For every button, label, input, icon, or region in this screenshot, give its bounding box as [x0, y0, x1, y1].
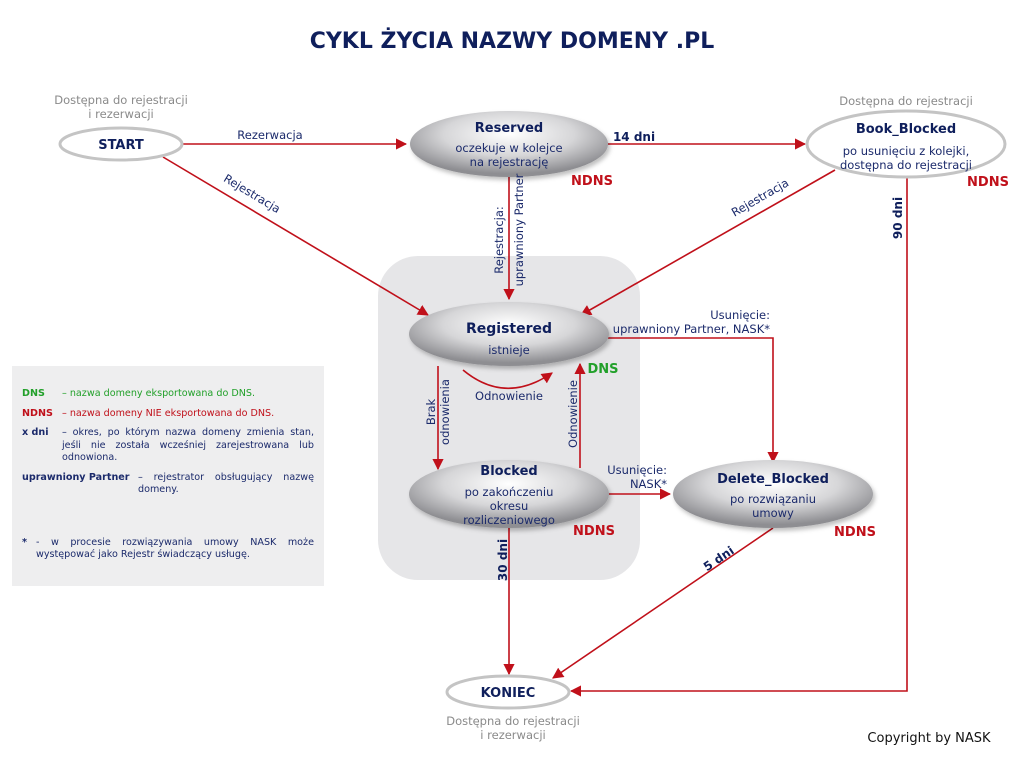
registered-title: Registered: [466, 321, 552, 337]
blocked-desc-line2: okresu: [490, 499, 529, 513]
legend-item-partner: uprawniony Partner – rejestrator obsługu…: [22, 472, 314, 497]
state-blocked[interactable]: Blocked po zakończeniu okresu rozliczeni…: [409, 460, 615, 539]
bookblocked-caption: Dostępna do rejestracji: [839, 94, 973, 108]
blocked-ndns-tag: NDNS: [573, 524, 615, 539]
legend-text: – rejestrator obsługujący nazwę domeny.: [138, 471, 314, 496]
legend-text: – okres, po którym nazwa domeny zmienia …: [62, 427, 314, 463]
deleteblocked-desc-line2: umowy: [752, 506, 794, 520]
label-registered-self: Odnowienie: [475, 389, 543, 403]
label-blocked-deleteblocked-line1: Usunięcie:: [607, 463, 667, 477]
bookblocked-title: Book_Blocked: [856, 122, 956, 137]
legend-text: - w procesie rozwiązywania umowy NASK mo…: [36, 536, 314, 561]
legend-text: – nazwa domeny eksportowana do DNS.: [62, 388, 256, 399]
reserved-node[interactable]: [410, 111, 608, 177]
state-reserved[interactable]: Reserved oczekuje w kolejce na rejestrac…: [410, 111, 613, 189]
state-start[interactable]: Dostępna do rejestracji i rezerwacji STA…: [54, 93, 188, 162]
legend-panel: DNS – nazwa domeny eksportowana do DNS. …: [12, 366, 324, 586]
legend-key: *: [22, 536, 28, 548]
label-reserved-registered-line1: Rejestracja:: [492, 206, 506, 274]
legend-key: DNS: [22, 388, 45, 399]
legend-item-x-dni: x dni – okres, po którym nazwa domeny zm…: [22, 427, 314, 465]
label-reserved-registered-line2: uprawniony Partner: [512, 173, 526, 286]
koniec-node[interactable]: [445, 674, 571, 710]
label-blocked-registered: Odnowienie: [566, 380, 580, 448]
deleteblocked-node[interactable]: [673, 460, 873, 528]
start-caption-line1: Dostępna do rejestracji: [54, 93, 188, 107]
label-registered-blocked-line1: Brak: [424, 398, 438, 425]
label-registered-deleteblocked-line2: uprawniony Partner, NASK*: [613, 322, 770, 336]
edges: [162, 138, 908, 697]
registered-node[interactable]: [409, 302, 609, 366]
blocked-title: Blocked: [480, 464, 537, 479]
bookblocked-node[interactable]: [805, 109, 1007, 179]
legend-key: NDNS: [22, 407, 53, 419]
legend-item-asterisk: * - w procesie rozwiązywania umowy NASK …: [22, 537, 314, 562]
start-title: START: [98, 138, 144, 153]
deleteblocked-ndns-tag: NDNS: [834, 525, 876, 540]
koniec-caption-line2: i rezerwacji: [480, 728, 545, 742]
koniec-caption-line1: Dostępna do rejestracji: [446, 714, 580, 728]
legend-item-ndns: NDNS – nazwa domeny NIE eksportowana do …: [22, 408, 314, 421]
reserved-desc-line2: na rejestrację: [470, 155, 549, 169]
reserved-ndns-tag: NDNS: [571, 174, 613, 189]
blocked-desc-line3: rozliczeniowego: [463, 513, 555, 527]
edge-registered-deleteblocked: [608, 337, 779, 464]
edge-deleteblocked-koniec: [552, 527, 774, 679]
label-bookblocked-koniec: 90 dni: [891, 197, 905, 239]
blocked-node[interactable]: [409, 460, 609, 528]
deleteblocked-title: Delete_Blocked: [717, 472, 829, 487]
label-blocked-deleteblocked-line2: NASK*: [630, 477, 667, 491]
legend-item-dns: DNS – nazwa domeny eksportowana do DNS.: [22, 388, 314, 401]
bookblocked-desc-line2: dostępna do rejestracji: [840, 158, 972, 172]
registered-desc: istnieje: [488, 343, 530, 357]
edge-registered-self: [462, 369, 553, 390]
label-start-reserved: Rezerwacja: [237, 128, 302, 142]
label-registered-deleteblocked-line1: Usunięcie:: [710, 308, 770, 322]
deleteblocked-desc-line1: po rozwiązaniu: [730, 492, 816, 506]
state-book-blocked[interactable]: Dostępna do rejestracji Book_Blocked po …: [805, 94, 1009, 190]
koniec-title: KONIEC: [481, 686, 536, 701]
start-node[interactable]: [58, 126, 184, 162]
copyright: Copyright by NASK: [867, 731, 991, 746]
label-reserved-bookblocked: 14 dni: [613, 130, 655, 144]
label-blocked-koniec: 30 dni: [496, 539, 510, 581]
start-caption-line2: i rezerwacji: [88, 107, 153, 121]
legend-text: – nazwa domeny NIE eksportowana do DNS.: [62, 407, 275, 419]
state-delete-blocked[interactable]: Delete_Blocked po rozwiązaniu umowy NDNS: [673, 460, 876, 540]
label-deleteblocked-koniec: 5 dni: [701, 543, 737, 573]
state-registered[interactable]: Registered istnieje DNS: [409, 302, 619, 377]
edge-start-registered: [162, 156, 429, 316]
edge-bookblocked-koniec: [569, 178, 908, 697]
legend-key: x dni: [22, 427, 49, 438]
legend-key: uprawniony Partner: [22, 471, 130, 483]
bookblocked-ndns-tag: NDNS: [967, 175, 1009, 190]
bookblocked-desc-line1: po usunięciu z kolejki,: [843, 144, 970, 158]
page-title: CYKL ŻYCIA NAZWY DOMENY .PL: [310, 28, 715, 54]
registered-dns-tag: DNS: [587, 362, 618, 377]
reserved-title: Reserved: [475, 121, 543, 136]
label-registered-blocked-line2: odnowienia: [438, 379, 452, 445]
state-koniec[interactable]: KONIEC Dostępna do rejestracji i rezerwa…: [445, 674, 580, 742]
edge-bookblocked-registered: [580, 169, 836, 316]
reserved-desc-line1: oczekuje w kolejce: [455, 141, 562, 155]
blocked-desc-line1: po zakończeniu: [465, 485, 554, 499]
